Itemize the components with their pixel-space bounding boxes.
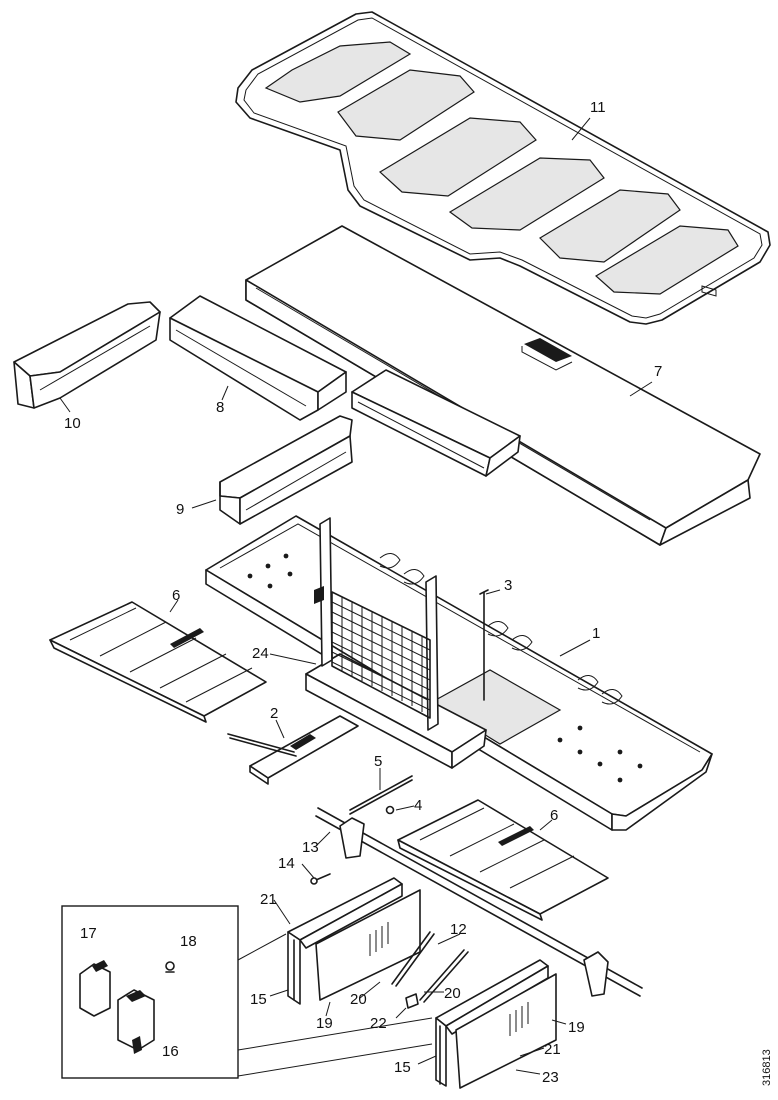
callout-20-right: 20: [444, 985, 461, 1002]
callout-23: 23: [542, 1069, 559, 1086]
callout-3: 3: [504, 577, 512, 594]
grid-mesh: [331, 597, 431, 712]
part-1-main-tray: [205, 515, 713, 831]
part-17-clip: [79, 960, 111, 1017]
callout-17: 17: [80, 925, 97, 942]
part-5-pin: [349, 775, 413, 815]
callout-22: 22: [370, 1015, 387, 1032]
callout-16: 16: [162, 1043, 179, 1060]
part-center-block: [351, 369, 521, 477]
callout-10: 10: [64, 415, 81, 432]
callout-13: 13: [302, 839, 319, 856]
callout-labels: 11 7 8 10 9 1 3 6 24 2 5 4 6 13 14 21 12…: [64, 99, 662, 1086]
inset-detail-box: [61, 905, 433, 1079]
figure-reference-number: 316813: [761, 1049, 773, 1086]
callout-9: 9: [176, 501, 184, 518]
callout-19-right: 19: [568, 1019, 585, 1036]
callout-21-left: 21: [260, 891, 277, 908]
callout-6-lower: 6: [550, 807, 558, 824]
part-8-side-block: [169, 295, 347, 421]
callout-19-left: 19: [316, 1015, 333, 1032]
callout-21-right: 21: [544, 1041, 561, 1058]
part-18-screw: [165, 961, 175, 973]
right-support-assembly: [435, 959, 557, 1089]
part-2-bracket-strip: [227, 715, 359, 785]
callout-6-upper: 6: [172, 587, 180, 604]
callout-20-left: 20: [350, 991, 367, 1008]
callout-1: 1: [592, 625, 600, 642]
part-24-center-frame: [305, 517, 487, 769]
callout-4: 4: [414, 797, 422, 814]
callout-18: 18: [180, 933, 197, 950]
part-3-rod: [479, 589, 489, 701]
part-4-screw: [385, 805, 395, 815]
callout-24: 24: [252, 645, 269, 662]
part-10-side-block: [13, 301, 161, 409]
part-13-shaft: [315, 807, 643, 997]
part-22-washer: [405, 993, 419, 1009]
part-16-connector: [117, 989, 155, 1054]
part-11-floor-panel: [235, 11, 771, 325]
callout-12: 12: [450, 921, 467, 938]
callout-11: 11: [590, 99, 606, 116]
callout-15-left: 15: [250, 991, 267, 1008]
callout-2: 2: [270, 705, 278, 722]
leader-lines: [59, 117, 653, 1075]
callout-5: 5: [374, 753, 382, 770]
callout-8: 8: [216, 399, 224, 416]
part-14-bolt: [310, 873, 331, 885]
part-6-side-panel-upper: [49, 601, 267, 723]
callout-15-right: 15: [394, 1059, 411, 1076]
part-9-side-block: [219, 415, 353, 525]
left-support-assembly: [287, 877, 421, 1005]
part-6-side-panel-lower: [397, 799, 609, 921]
callout-7: 7: [654, 363, 662, 380]
callout-14: 14: [278, 855, 295, 872]
